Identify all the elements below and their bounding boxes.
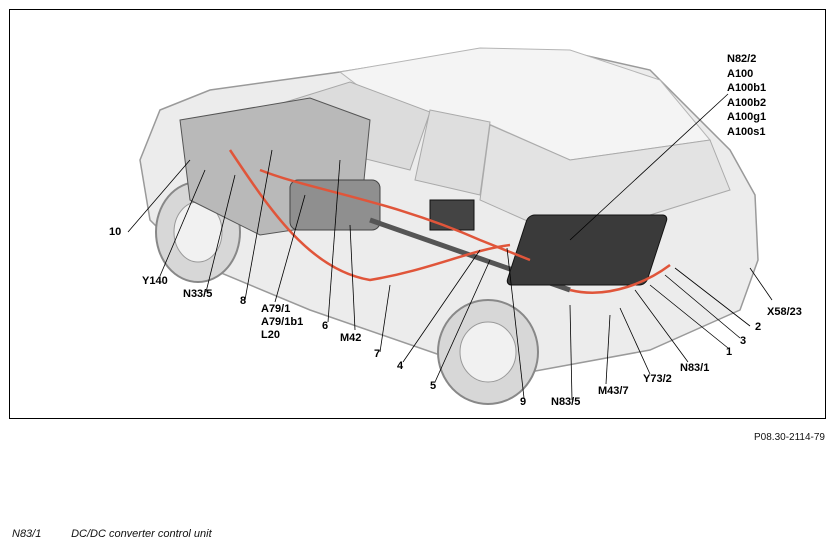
car-rear-window xyxy=(479,124,731,241)
callout-a100: A100 xyxy=(727,67,754,80)
callout-4: 4 xyxy=(397,360,404,372)
callout-n82-group: N82/2 A100 A100b1 A100b2 A100g1 A100s1 xyxy=(727,52,766,139)
callout-n33-5: N33/5 xyxy=(183,288,213,300)
battery-box xyxy=(506,214,668,286)
leader-lines xyxy=(127,93,773,401)
callout-n82-2: N82/2 xyxy=(727,53,757,65)
callout-y140: Y140 xyxy=(142,275,168,287)
car-side-window xyxy=(414,109,491,196)
callout-a79-1b1: A79/1b1 xyxy=(261,316,304,328)
callout-x58-23: X58/23 xyxy=(767,306,802,318)
hv-line-1 xyxy=(228,149,511,282)
callout-10: 10 xyxy=(109,226,122,238)
callout-m42: M42 xyxy=(340,332,362,344)
callout-7: 7 xyxy=(374,348,381,360)
figure-reference-code: P08.30-2114-79 xyxy=(754,432,825,443)
legend-description: DC/DC converter control unit xyxy=(71,528,212,540)
legend-code: N83/1 xyxy=(12,528,42,540)
callout-2: 2 xyxy=(755,321,762,333)
callout-6: 6 xyxy=(322,320,329,332)
legend: N83/1 DC/DC converter control unit xyxy=(12,528,212,540)
vehicle-cutaway-illustration xyxy=(127,47,773,405)
callout-9: 9 xyxy=(520,396,527,408)
hv-line-3 xyxy=(569,263,671,294)
callout-1: 1 xyxy=(726,346,733,358)
callout-a79-group: A79/1 A79/1b1 L20 xyxy=(261,303,303,342)
callout-a79-1: A79/1 xyxy=(261,303,291,315)
rear-wheel xyxy=(437,299,539,405)
callout-y73-2: Y73/2 xyxy=(643,373,672,385)
callout-8: 8 xyxy=(240,295,247,307)
converter-module xyxy=(429,199,475,231)
callout-n83-5: N83/5 xyxy=(551,396,581,408)
vehicle-diagram-frame: N82/2 A100 A100b1 A100b2 A100g1 A100s1 1… xyxy=(9,9,826,419)
callout-m43-7: M43/7 xyxy=(598,385,629,397)
callout-n83-1: N83/1 xyxy=(680,362,710,374)
callout-a100b2: A100b2 xyxy=(727,96,767,109)
callout-5: 5 xyxy=(430,380,437,392)
callout-a100s1: A100s1 xyxy=(727,125,766,138)
callout-a100g1: A100g1 xyxy=(727,111,767,123)
callout-a100b1: A100b1 xyxy=(727,82,767,94)
callout-l20: L20 xyxy=(261,329,280,341)
hv-line-2 xyxy=(259,168,531,262)
callout-3: 3 xyxy=(740,335,747,347)
